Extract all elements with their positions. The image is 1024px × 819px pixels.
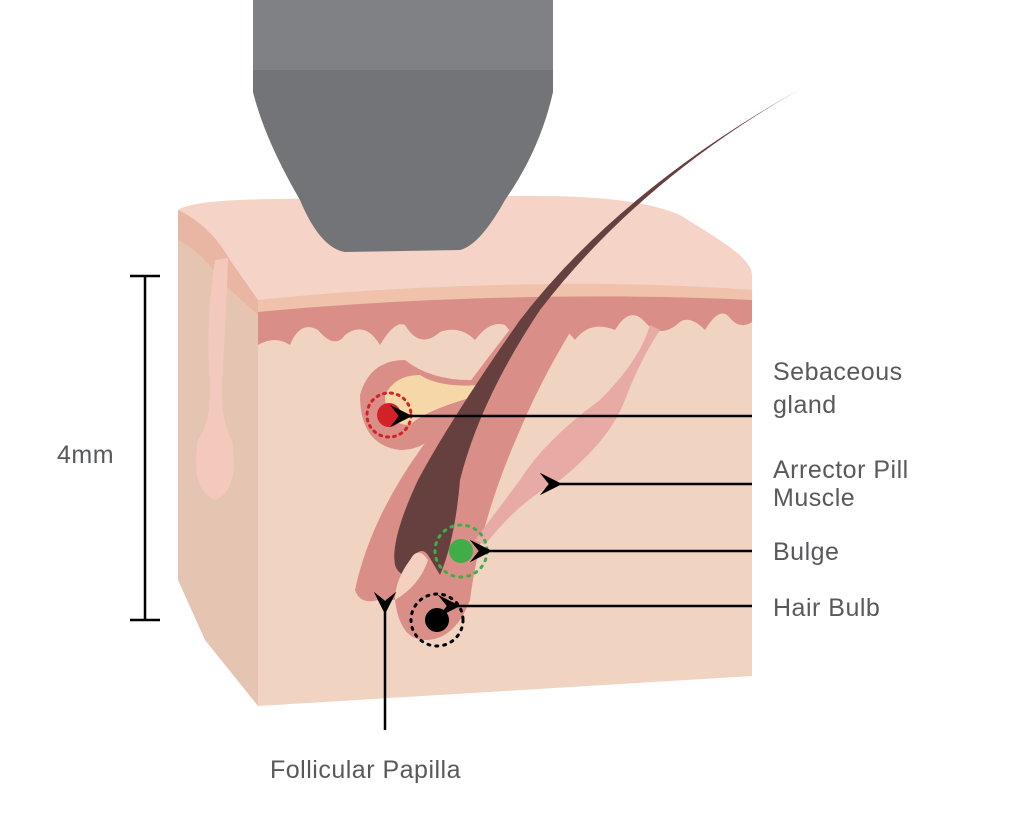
sebaceous-label-line2: gland [773, 391, 837, 419]
epidermis-band [258, 283, 752, 312]
arrector-label-line2: Muscle [773, 484, 856, 512]
bulge-target [449, 539, 473, 563]
follicular-papilla-shape [395, 552, 428, 600]
hair-bulb-target-ring [409, 592, 465, 648]
hair-bulb-target [425, 608, 449, 632]
follicular-papilla-label: Follicular Papilla [270, 756, 462, 784]
hair-shaft [394, 88, 802, 577]
hair-bulb-label: Hair Bulb [773, 594, 881, 622]
sebaceous-label-line1: Sebaceous [773, 358, 903, 386]
sebaceous-target [377, 403, 401, 427]
probe-head [253, 70, 553, 252]
dermis-band [258, 296, 752, 345]
side-gland [196, 258, 234, 500]
arrector-muscle [475, 325, 660, 545]
scale-label: 4mm [57, 441, 115, 469]
arrector-label-line1: Arrector Pill [773, 456, 909, 484]
bulge-label: Bulge [773, 538, 840, 566]
scale-bar [130, 274, 160, 622]
